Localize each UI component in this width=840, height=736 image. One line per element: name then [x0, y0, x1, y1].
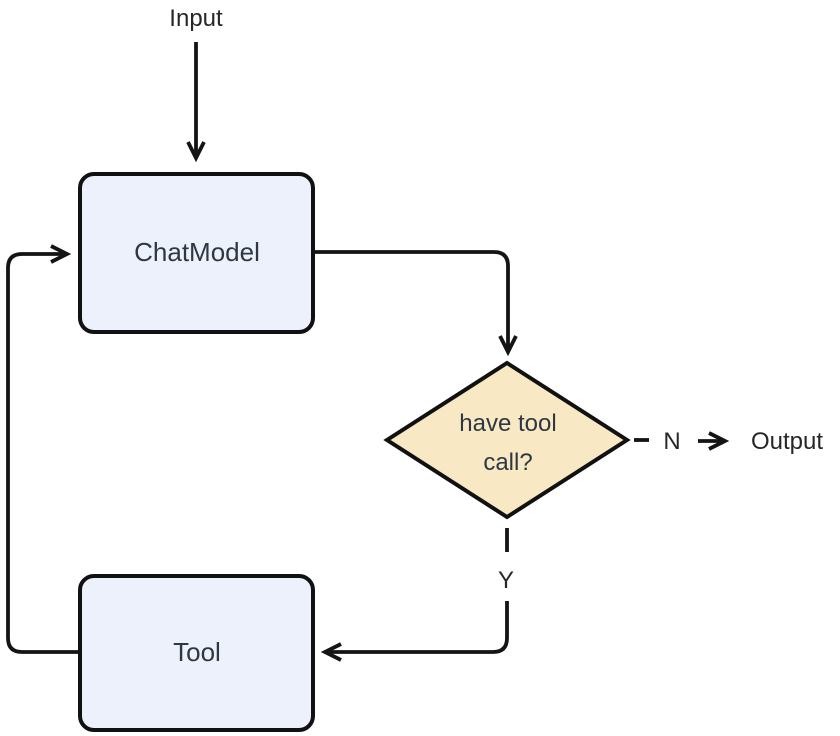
decision-diamond — [383, 360, 631, 520]
output-label: Output — [751, 428, 823, 455]
edge-chatmodel-to-decision — [313, 250, 518, 357]
input-label: Input — [169, 5, 223, 32]
decision-label-line1: have tool — [459, 410, 556, 437]
edge-y-to-tool — [320, 601, 509, 662]
chatmodel-label: ChatModel — [134, 237, 260, 267]
edge-label-n: N — [663, 428, 680, 455]
decision-label-line2: call? — [483, 449, 532, 476]
edge-label-y: Y — [498, 567, 514, 594]
tool-label: Tool — [173, 637, 221, 667]
edge-tool-to-chatmodel — [6, 244, 80, 654]
